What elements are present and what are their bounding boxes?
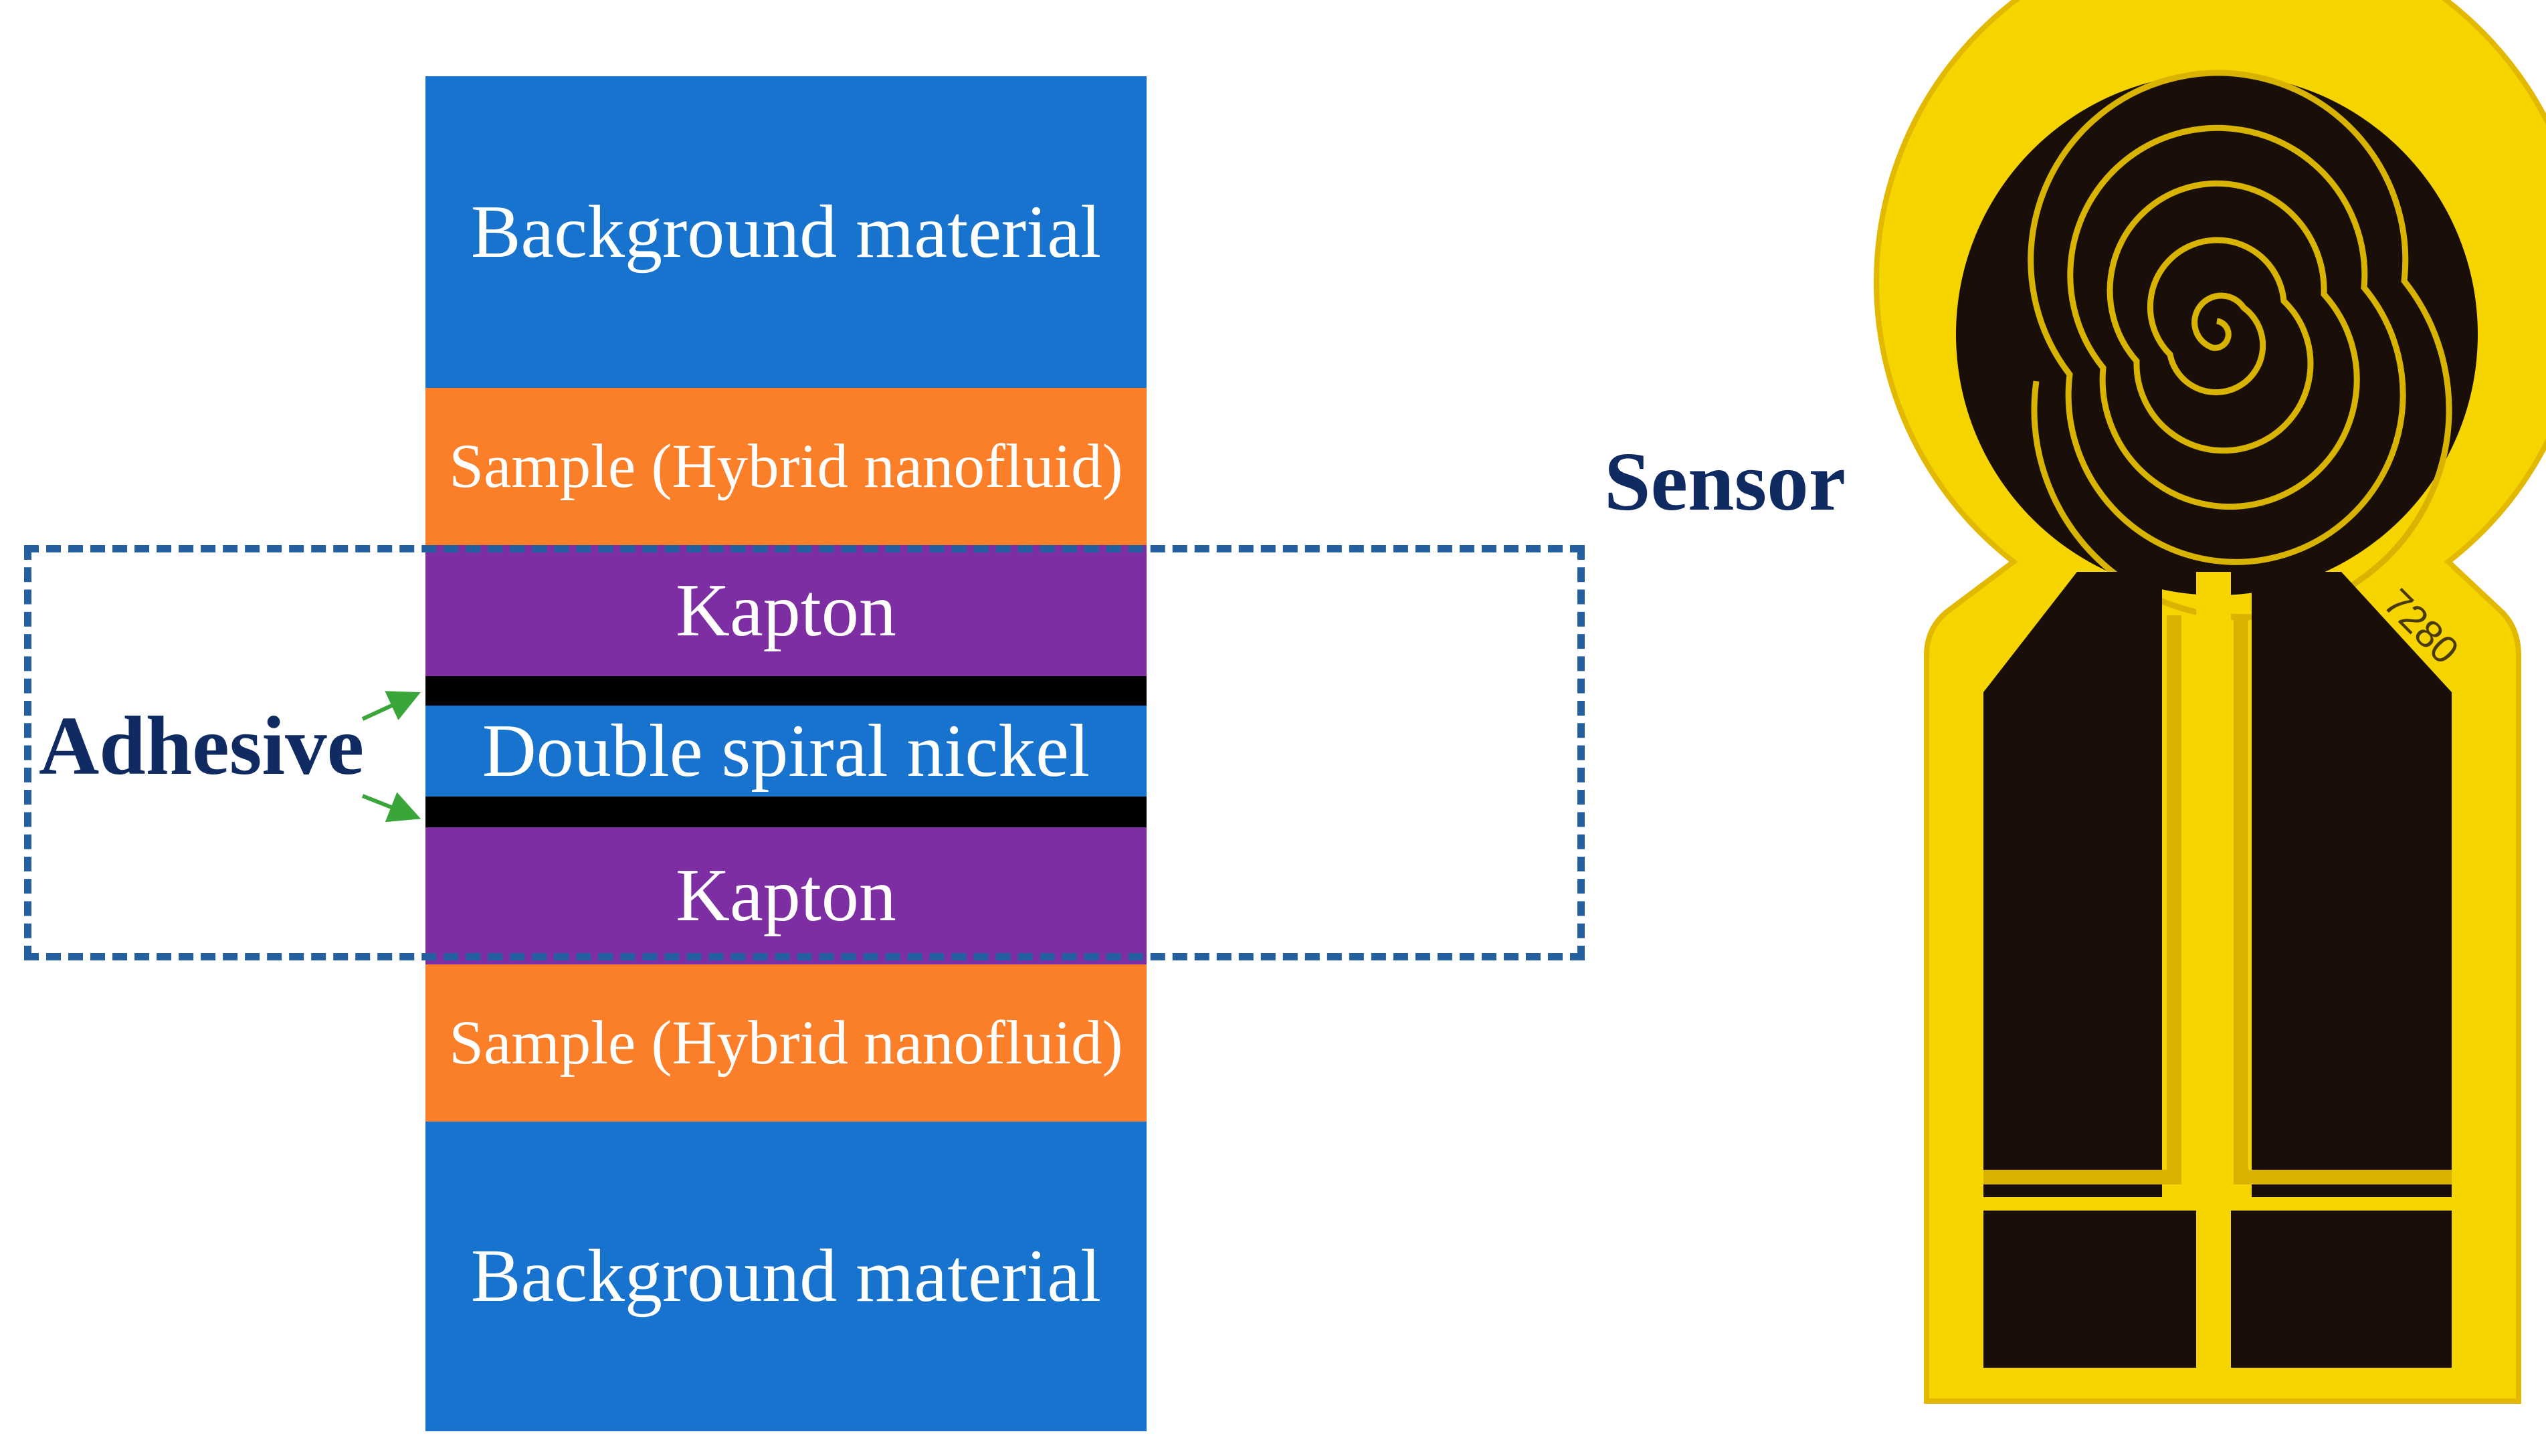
background-material-bottom: Background material [425, 1122, 1147, 1431]
kapton-layer-top: Kapton [425, 545, 1147, 676]
sample-layer-bottom: Sample (Hybrid nanofluid) [425, 964, 1147, 1122]
background-material-top-label: Background material [470, 190, 1102, 274]
nickel-layer: Double spiral nickel [425, 706, 1147, 797]
background-material-top: Background material [425, 76, 1147, 388]
kapton-top-label: Kapton [676, 568, 896, 652]
sensor-center-gap [2196, 572, 2231, 1368]
adhesive-arrow-top [361, 691, 421, 721]
kapton-layer-bottom: Kapton [425, 827, 1147, 964]
sample-bottom-label: Sample (Hybrid nanofluid) [449, 1009, 1123, 1077]
adhesive-layer-bottom [425, 797, 1147, 827]
sensor-lead-left [1983, 572, 2162, 1197]
adhesive-label: Adhesive [39, 700, 365, 793]
sample-layer-top: Sample (Hybrid nanofluid) [425, 388, 1147, 545]
sensor-spiral-disc [1956, 74, 2478, 595]
sensor-pad-right [2231, 1211, 2452, 1368]
sensor-trace-right [2234, 615, 2452, 1184]
sensor-trace-left [1983, 615, 2181, 1184]
adhesive-layer-top [425, 676, 1147, 706]
sensor-dashed-box [24, 545, 1585, 960]
background-material-bottom-label: Background material [470, 1235, 1102, 1318]
adhesive-arrow-bottom [361, 792, 421, 823]
sensor-spiral-trace [2028, 70, 2452, 621]
sensor-label: Sensor [1604, 436, 1846, 528]
sample-top-label: Sample (Hybrid nanofluid) [449, 432, 1123, 501]
kapton-bottom-label: Kapton [676, 854, 896, 937]
sensor-pad-left [1983, 1211, 2196, 1368]
sensor-lead-right [2252, 572, 2452, 1197]
nickel-label: Double spiral nickel [482, 709, 1090, 793]
